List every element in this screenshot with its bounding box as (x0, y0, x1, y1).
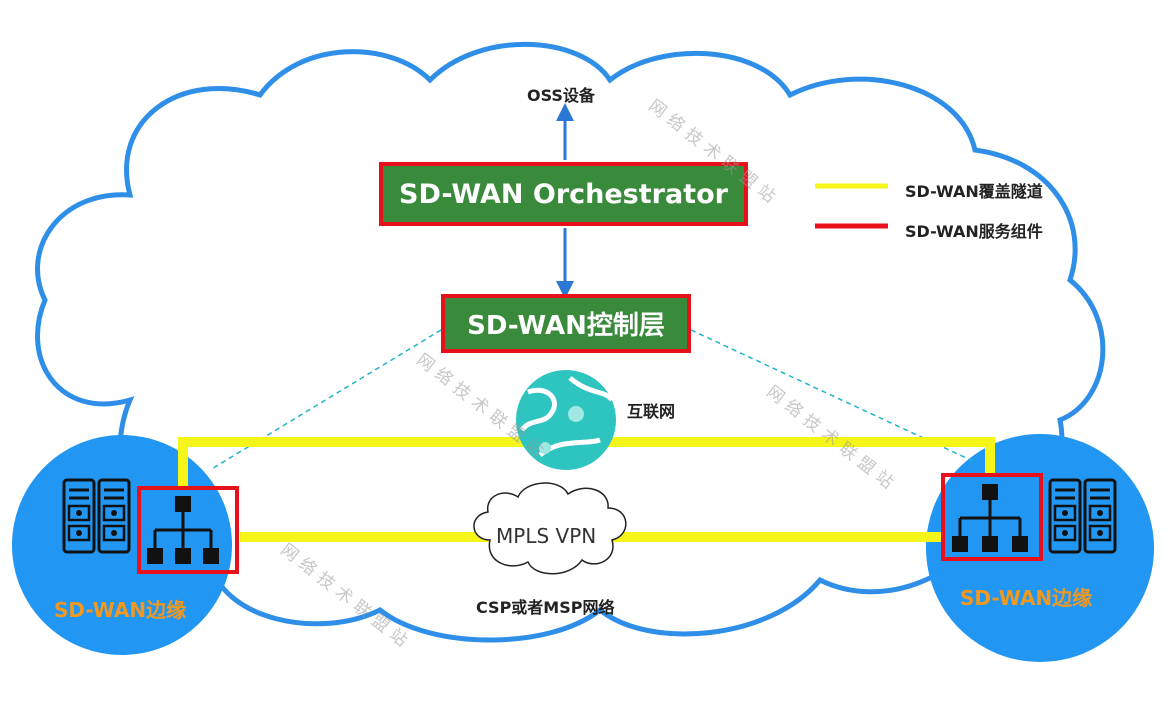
server-rack-icon (62, 478, 131, 554)
globe-icon (516, 370, 616, 470)
control-layer-box: SD-WAN控制层 (441, 294, 691, 353)
legend-component-label: SD-WAN服务组件 (905, 222, 1043, 241)
mpls-cloud-icon (473, 482, 627, 575)
oss-label: OSS设备 (527, 86, 595, 105)
csp-label: CSP或者MSP网络 (476, 598, 615, 617)
internet-label: 互联网 (627, 402, 676, 421)
network-topology-icon (941, 473, 1043, 561)
server-rack-icon (1048, 478, 1117, 554)
dashed-link-right (690, 329, 976, 463)
edge-left-label: SD-WAN边缘 (54, 598, 187, 622)
edge-right-label: SD-WAN边缘 (960, 586, 1093, 610)
orchestrator-box: SD-WAN Orchestrator (379, 162, 748, 226)
legend-tunnel-label: SD-WAN覆盖隧道 (905, 182, 1043, 201)
mpls-label: MPLS VPN (496, 524, 597, 548)
network-topology-icon (137, 486, 239, 574)
